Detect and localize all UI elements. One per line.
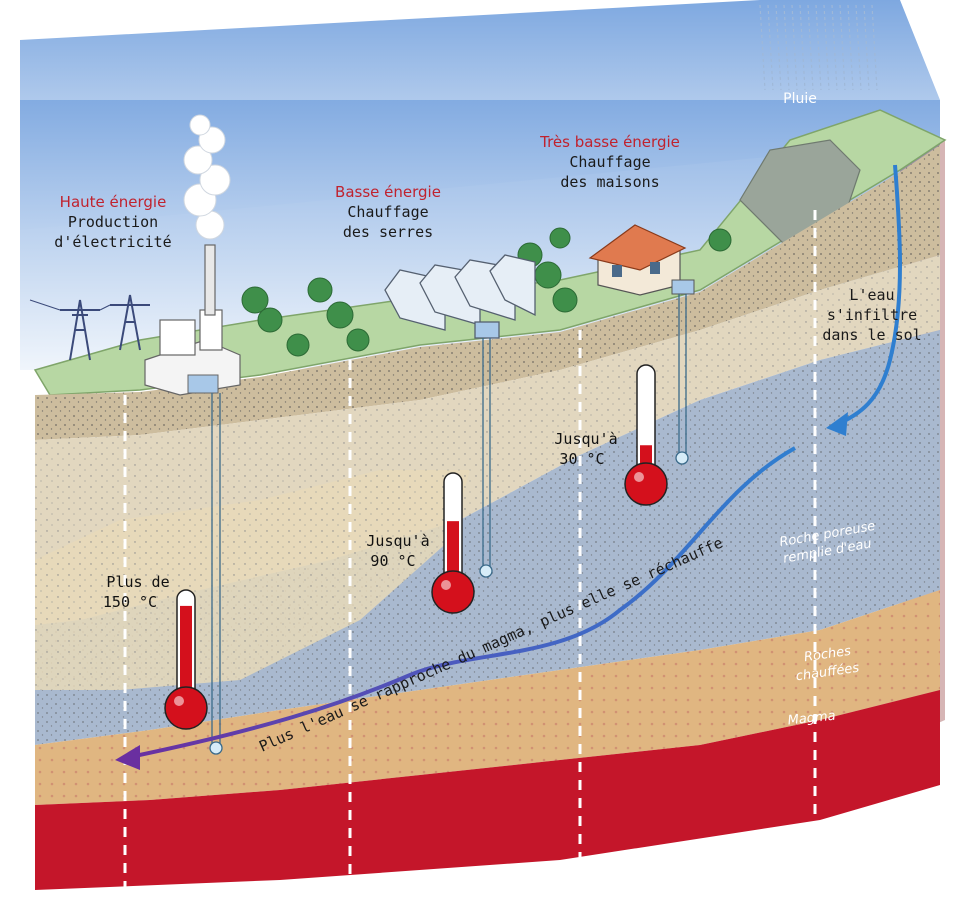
thermometer-3	[624, 364, 668, 506]
thermometer-bulb	[164, 686, 208, 730]
rain-streaks	[759, 4, 878, 91]
thermometers	[164, 364, 668, 730]
thermometer-2	[431, 472, 475, 614]
very-low-energy-line2: des maisons	[560, 173, 659, 191]
pipe-ends	[209, 451, 689, 755]
thermometer-shine	[174, 696, 184, 706]
infiltration-line2: s'infiltre	[827, 306, 917, 324]
low-energy-title: Basse énergie	[335, 183, 441, 201]
low-energy-line1: Chauffage	[347, 203, 428, 221]
depth-guides	[123, 210, 817, 890]
greenhouses	[384, 254, 536, 339]
power-pylons	[29, 294, 150, 361]
high-energy-line2: d'électricité	[54, 233, 171, 251]
flow-arrowhead	[115, 745, 140, 770]
temp-2-line2: 90 °C	[370, 552, 415, 570]
steam-plume	[183, 114, 231, 240]
temperature-labels: Plus de 150 °C Jusqu'à 90 °C Jusqu'à 30 …	[103, 430, 618, 611]
infiltration-line1: L'eau	[849, 286, 894, 304]
temp-1-line1: Plus de	[106, 573, 169, 591]
thermometer-shine	[634, 472, 644, 482]
very-low-energy-title: Très basse énergie	[539, 133, 680, 151]
thermometer-bulb	[431, 570, 475, 614]
rain-label: Pluie	[783, 91, 817, 107]
geothermal-pipes	[211, 294, 687, 745]
high-energy-title: Haute énergie	[60, 193, 167, 211]
magma-label: Magma	[787, 709, 836, 729]
infiltration-line3: dans le sol	[822, 326, 921, 344]
flow-arrow	[129, 446, 796, 759]
magma-layer	[35, 690, 940, 890]
high-energy-line1: Production	[68, 213, 158, 231]
thermometer-bulb	[624, 462, 668, 506]
infiltration-arrow	[834, 164, 902, 427]
temp-2-line1: Jusqu'à	[366, 532, 429, 550]
temp-3-line2: 30 °C	[559, 450, 604, 468]
low-energy-line2: des serres	[343, 223, 433, 241]
power-plant	[144, 244, 241, 396]
temp-3-line1: Jusqu'à	[554, 430, 617, 448]
temp-1-line2: 150 °C	[103, 593, 157, 611]
house	[588, 224, 695, 296]
thermometer-mercury	[180, 605, 192, 706]
thermometer-1	[164, 589, 208, 730]
infiltration-arrowhead	[826, 412, 848, 436]
heated-rock-line1: Roches	[803, 644, 852, 665]
thermometer-shine	[441, 580, 451, 590]
trees	[241, 227, 732, 357]
very-low-energy-line1: Chauffage	[569, 153, 650, 171]
